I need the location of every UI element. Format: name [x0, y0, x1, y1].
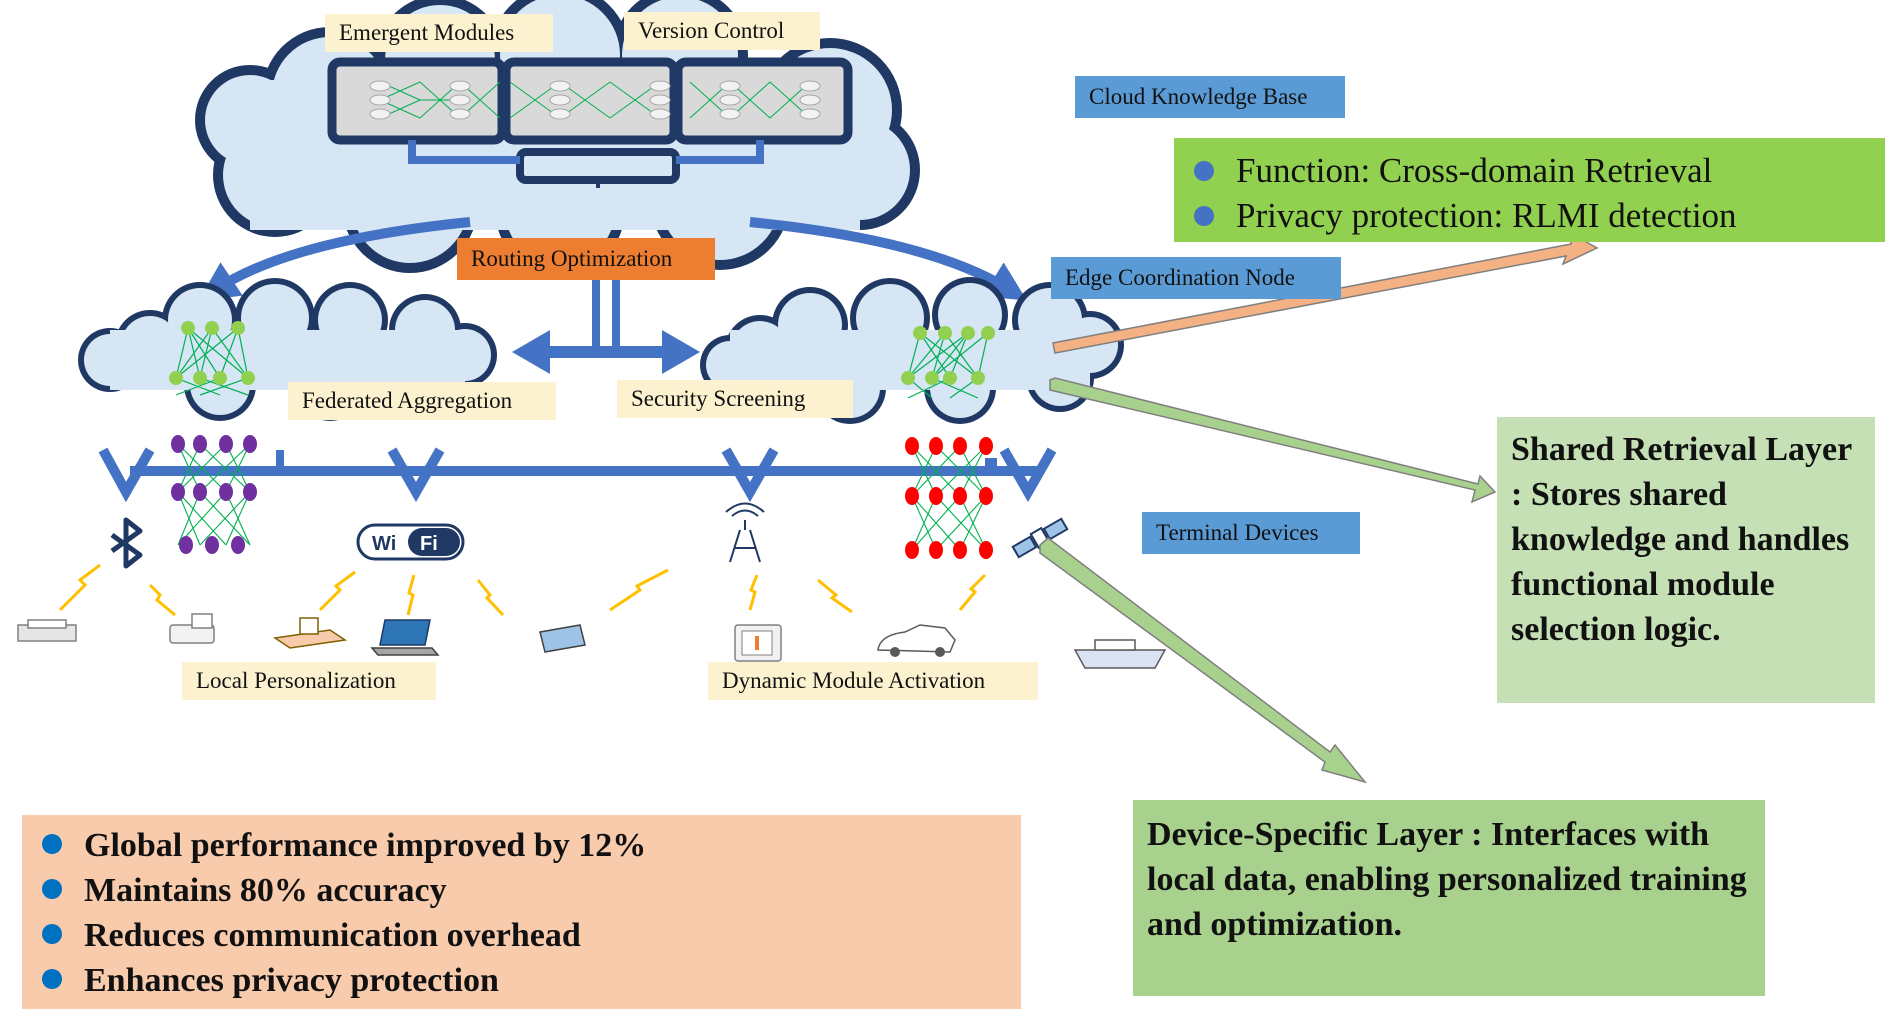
bluetooth-icon — [110, 517, 143, 569]
benefit-item: Enhances privacy protection — [36, 958, 1021, 1003]
shared-retrieval-layer-panel: Shared Retrieval Layer : Stores shared k… — [1497, 417, 1875, 703]
cell-tower-icon — [725, 502, 765, 563]
red-device-net — [905, 437, 993, 559]
cloud-function-item: Function: Cross-domain Retrieval — [1188, 148, 1885, 193]
edge-net-left — [169, 321, 255, 396]
device-specific-layer-text: Device-Specific Layer : Interfaces with … — [1147, 816, 1747, 943]
desk-device-icon — [272, 617, 348, 649]
cloud-function-list: Function: Cross-domain Retrieval Privacy… — [1188, 148, 1885, 238]
benefit-item: Reduces communication overhead — [36, 913, 1021, 958]
car-icon — [877, 624, 956, 657]
distribution-arrows — [198, 217, 1027, 302]
router-icon — [169, 613, 215, 644]
cloud-function-item: Privacy protection: RLMI detection — [1188, 193, 1885, 238]
shared-retrieval-layer-text: Shared Retrieval Layer : Stores shared k… — [1511, 431, 1852, 648]
terminal-to-device-layer-arrow — [1039, 537, 1368, 784]
security-screening-label: Security Screening — [617, 380, 853, 418]
benefit-item: Global performance improved by 12% — [36, 823, 1021, 868]
cloud-function-panel: Function: Cross-domain Retrieval Privacy… — [1174, 138, 1885, 242]
wireless-links — [58, 563, 987, 617]
thermostat-icon — [734, 624, 782, 662]
benefits-list: Global performance improved by 12% Maint… — [36, 823, 1021, 1003]
terminal-distribution-bus — [98, 447, 1057, 503]
purple-device-net — [171, 435, 257, 554]
edge-net-right — [901, 326, 995, 399]
cloud-knowledge-base-label: Cloud Knowledge Base — [1075, 76, 1345, 118]
benefits-panel: Global performance improved by 12% Maint… — [22, 815, 1021, 1009]
dynamic-module-activation-label: Dynamic Module Activation — [708, 662, 1038, 700]
wifi-text-right: Fi — [420, 533, 438, 555]
routing-optimization-label: Routing Optimization — [457, 238, 715, 280]
wifi-text-left: Wi — [372, 533, 396, 555]
routing-connector — [512, 280, 700, 374]
version-control-label: Version Control — [624, 12, 820, 50]
benefit-item: Maintains 80% accuracy — [36, 868, 1021, 913]
device-specific-layer-panel: Device-Specific Layer : Interfaces with … — [1133, 800, 1765, 996]
federated-aggregation-label: Federated Aggregation — [288, 382, 556, 420]
tablet-icon — [539, 624, 586, 653]
local-personalization-label: Local Personalization — [182, 662, 436, 700]
cloud-knowledge-base-cloud — [195, 0, 920, 275]
edge-cloud-left — [78, 278, 497, 421]
printer-icon — [17, 619, 77, 642]
laptop-icon — [370, 619, 440, 656]
boat-icon — [1073, 639, 1167, 669]
wifi-icon: Wi Fi — [356, 523, 465, 561]
terminal-devices-label: Terminal Devices — [1142, 512, 1360, 554]
edge-coordination-node-label: Edge Coordination Node — [1051, 257, 1341, 299]
emergent-modules-label: Emergent Modules — [325, 14, 553, 52]
edge-to-shared-layer-arrow — [1049, 377, 1497, 504]
